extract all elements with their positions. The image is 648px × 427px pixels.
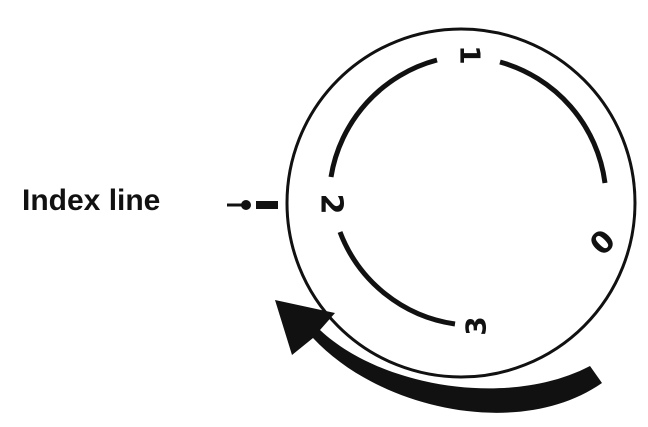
rotation-arrow bbox=[275, 300, 602, 413]
scale-arc-1-to-0 bbox=[499, 59, 608, 184]
scale-arc-2-to-3 bbox=[337, 231, 456, 327]
scale-arc-1-to-2 bbox=[328, 57, 438, 178]
index-line-label: Index line bbox=[22, 184, 160, 217]
dial-number-0: 0 bbox=[583, 223, 623, 263]
index-pointer-mark bbox=[256, 201, 278, 209]
index-pointer-dot bbox=[241, 200, 251, 210]
dial-scale-arcs bbox=[328, 57, 608, 327]
dial-number-2: 2 bbox=[314, 194, 349, 215]
dial-outer-ring bbox=[285, 27, 637, 379]
dial-number-3: 3 bbox=[460, 316, 493, 335]
dial-number-1: 1 bbox=[454, 45, 487, 64]
index-line-pointer bbox=[227, 200, 278, 210]
